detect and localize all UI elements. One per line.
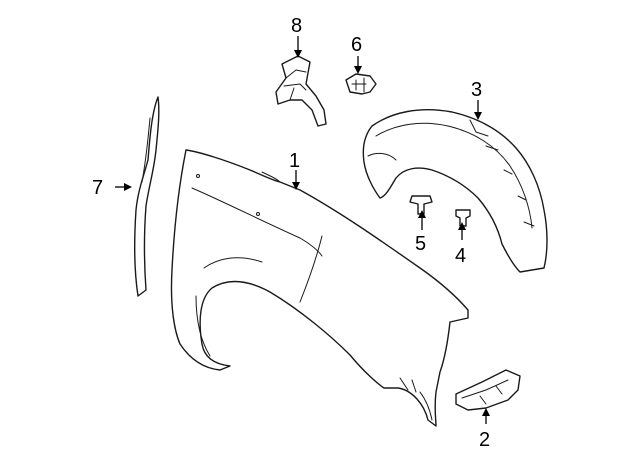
leader-4	[458, 222, 466, 240]
leader-3	[474, 100, 482, 120]
part-1-fender	[170, 149, 469, 427]
callout-6: 6	[351, 34, 362, 56]
leader-1	[292, 170, 300, 190]
leader-7	[115, 183, 132, 191]
part-7-fender-seal	[133, 96, 160, 297]
part-5-push-pin	[409, 195, 433, 215]
leader-5	[418, 210, 426, 230]
part-4-screw	[455, 209, 471, 227]
part-8-bracket	[275, 55, 327, 127]
part-3-splash-shield	[362, 109, 548, 273]
callout-7: 7	[92, 177, 103, 199]
callout-5: 5	[415, 233, 426, 255]
callout-1: 1	[289, 150, 300, 172]
leader-8	[294, 36, 302, 58]
part-6-clip	[345, 73, 377, 95]
callout-8: 8	[291, 15, 302, 37]
callout-2: 2	[479, 429, 490, 451]
leader-2	[482, 408, 490, 424]
part-2-lower-bracket	[455, 369, 521, 411]
leader-6	[354, 56, 362, 74]
callout-3: 3	[471, 79, 482, 101]
callout-4: 4	[455, 245, 466, 267]
